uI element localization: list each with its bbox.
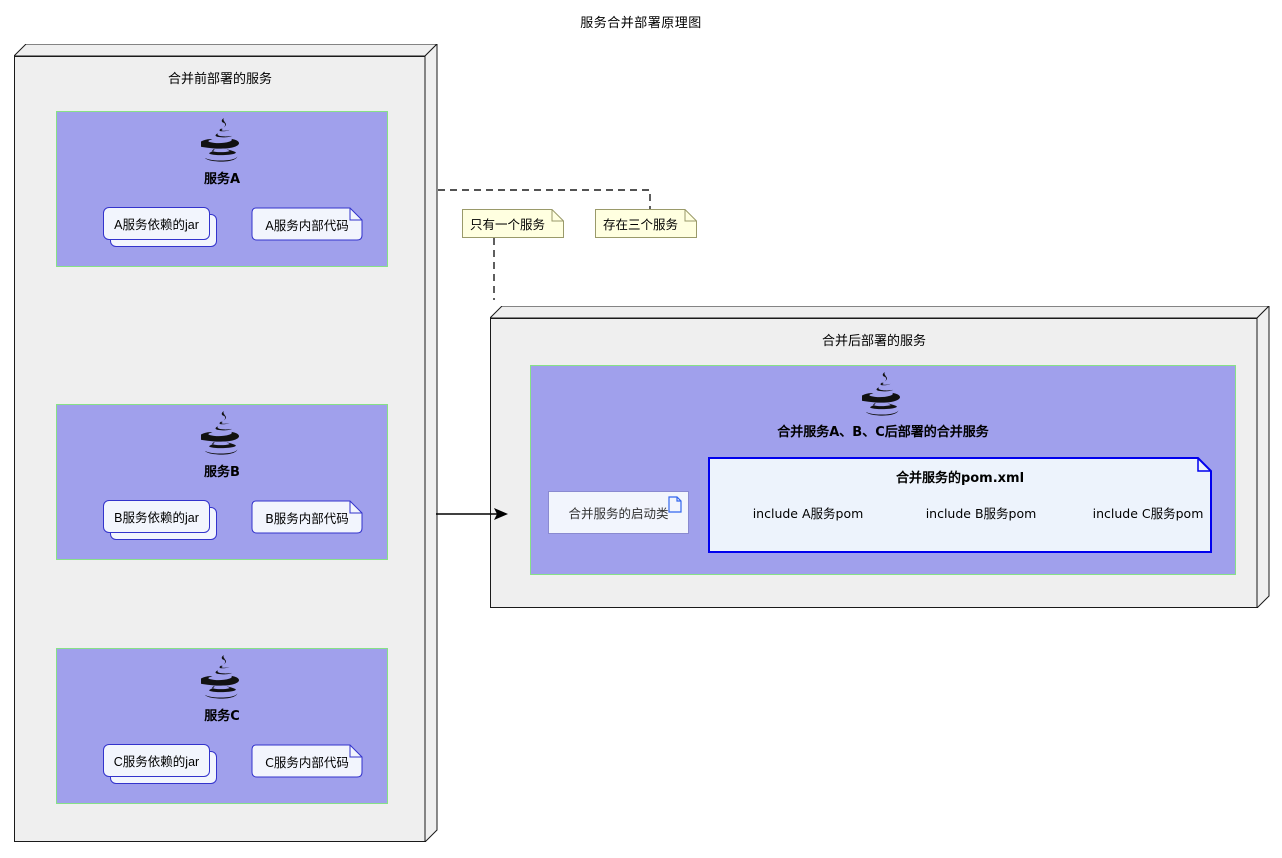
- note-three-services[interactable]: 存在三个服务: [595, 209, 697, 238]
- note-only-one-service-shape: [462, 209, 564, 238]
- artifact-c-jar[interactable]: C服务依赖的jar: [103, 744, 217, 784]
- artifact-c-code-shape: [251, 744, 363, 778]
- java-icon: [201, 118, 240, 162]
- service-a-name: 服务A: [203, 172, 241, 187]
- service-b-name: 服务B: [204, 465, 240, 480]
- artifact-b-jar[interactable]: B服务依赖的jar: [103, 500, 217, 540]
- startup-class-label: 合并服务的启动类: [568, 506, 669, 521]
- java-icon: [201, 655, 240, 699]
- diagram-title: 服务合并部署原理图: [580, 16, 702, 31]
- artifact-b-code[interactable]: B服务内部代码: [251, 500, 363, 534]
- note-three-services-shape: [595, 209, 697, 238]
- pom-xml-shape: [708, 457, 1212, 553]
- note-three-services-label: 存在三个服务: [603, 217, 679, 232]
- pom-xml-title: 合并服务的pom.xml: [895, 471, 1025, 486]
- service-box-a[interactable]: 服务A A服务依赖的jar A服务内部代码: [56, 111, 388, 267]
- artifact-a-jar-label: A服务依赖的jar: [103, 207, 210, 240]
- note-only-one-service[interactable]: 只有一个服务: [462, 209, 564, 238]
- artifact-b-jar-label: B服务依赖的jar: [103, 500, 210, 533]
- service-box-merged[interactable]: 合并服务A、B、C后部署的合并服务 合并服务的启动类 合并服务的pom.xml …: [530, 365, 1236, 575]
- service-box-b[interactable]: 服务B B服务依赖的jar B服务内部代码: [56, 404, 388, 560]
- node-before-merge[interactable]: 合并前部署的服务 服务A A服务依赖的jar A服务内部代码: [14, 44, 438, 842]
- pom-include-c: include C服务pom: [1092, 506, 1204, 521]
- artifact-c-code-label: C服务内部代码: [265, 754, 349, 770]
- artifact-a-code[interactable]: A服务内部代码: [251, 207, 363, 241]
- artifact-a-jar[interactable]: A服务依赖的jar: [103, 207, 217, 247]
- artifact-c-code[interactable]: C服务内部代码: [251, 744, 363, 778]
- service-box-c[interactable]: 服务C C服务依赖的jar C服务内部代码: [56, 648, 388, 804]
- note-only-one-service-label: 只有一个服务: [470, 217, 546, 232]
- service-c-name: 服务C: [204, 709, 240, 724]
- pom-include-a: include A服务pom: [752, 506, 864, 521]
- artifact-b-code-label: B服务内部代码: [265, 510, 349, 526]
- artifact-c-jar-label: C服务依赖的jar: [103, 744, 210, 777]
- document-icon: [668, 496, 682, 513]
- java-icon: [862, 372, 901, 416]
- node-before-title: 合并前部署的服务: [167, 72, 272, 87]
- pom-xml-box[interactable]: 合并服务的pom.xml include A服务pom include B服务p…: [708, 457, 1212, 553]
- startup-class-box[interactable]: 合并服务的启动类: [548, 491, 689, 534]
- java-icon: [201, 411, 240, 455]
- node-after-title: 合并后部署的服务: [821, 334, 926, 349]
- artifact-a-code-label: A服务内部代码: [265, 217, 349, 233]
- artifact-b-code-shape: [251, 500, 363, 534]
- pom-include-b: include B服务pom: [925, 506, 1037, 521]
- merged-service-name: 合并服务A、B、C后部署的合并服务: [777, 425, 989, 440]
- artifact-a-code-shape: [251, 207, 363, 241]
- node-after-merge[interactable]: 合并后部署的服务 合并服务A、B、C后部署的合并服务 合并服务的启动类: [490, 306, 1270, 608]
